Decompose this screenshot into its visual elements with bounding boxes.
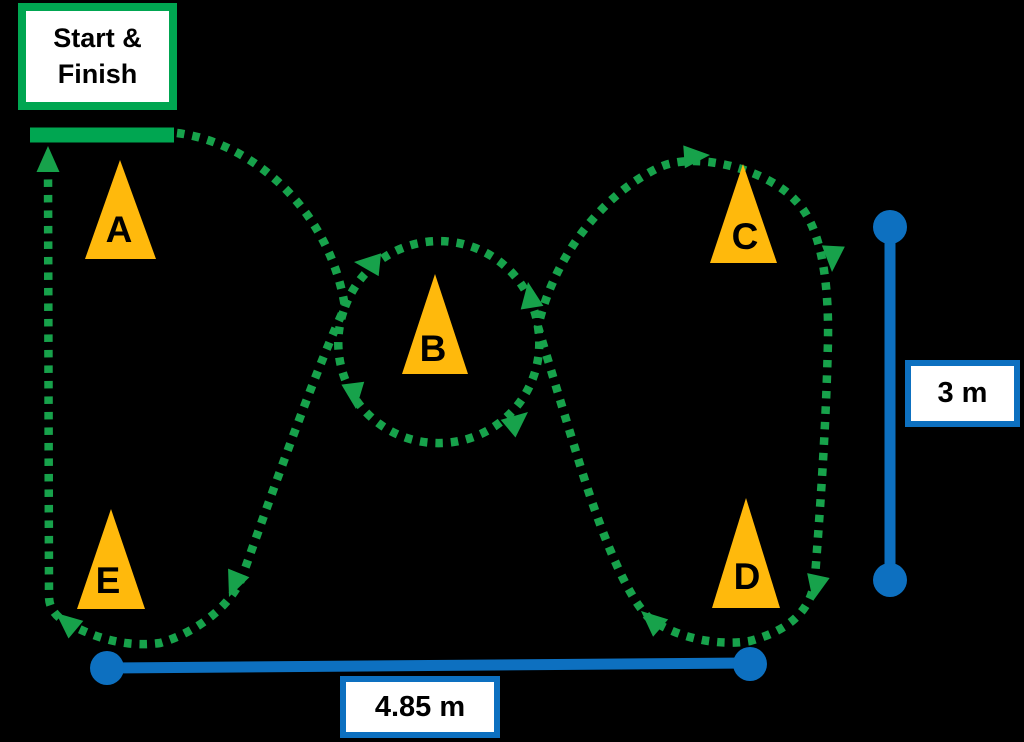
dimension-endpoint-dot: [90, 651, 124, 685]
route-path: [43, 128, 833, 649]
dimension-endpoint-dot: [873, 563, 907, 597]
cone-b: [402, 274, 468, 374]
cones: A B C D E: [77, 160, 780, 609]
finish-approach-arrow-icon: [36, 146, 60, 172]
circle-bottom-right-arrow-icon: [500, 403, 536, 438]
cone-e-turn-arrow-icon: [48, 604, 84, 639]
cone-e: [77, 509, 145, 609]
cone-d-right-down-arrow-icon: [801, 573, 830, 604]
cone-c: [710, 164, 777, 263]
circle-top-left-arrow-icon: [352, 250, 382, 277]
dimension-endpoint-dot: [873, 210, 907, 244]
horizontal-dimension-bar: [109, 657, 749, 674]
vertical-dimension-line: [873, 210, 907, 597]
cone-e-label: E: [96, 560, 121, 601]
horizontal-dimension-value: 4.85 m: [374, 690, 466, 723]
start-finish-line2: Finish: [57, 58, 138, 89]
dimension-endpoint-dot: [733, 647, 767, 681]
cone-d-label: D: [734, 556, 761, 597]
cone-d: [712, 498, 780, 608]
route-direction-arrows: [36, 143, 845, 639]
cone-b-label: B: [420, 328, 447, 369]
cone-a-label: A: [106, 209, 133, 250]
start-finish-sign: Start & Finish: [18, 3, 177, 110]
cone-c-label: C: [732, 216, 759, 257]
cone-a: [85, 160, 156, 259]
vertical-dimension-value: 3 m: [937, 377, 988, 409]
vertical-dimension-label: 3 m: [905, 360, 1020, 427]
horizontal-dimension-label: 4.85 m: [340, 676, 500, 738]
horizontal-dimension-line: [90, 647, 767, 685]
circle-left-down-arrow-icon: [341, 381, 368, 411]
start-finish-line1: Start &: [53, 23, 142, 54]
